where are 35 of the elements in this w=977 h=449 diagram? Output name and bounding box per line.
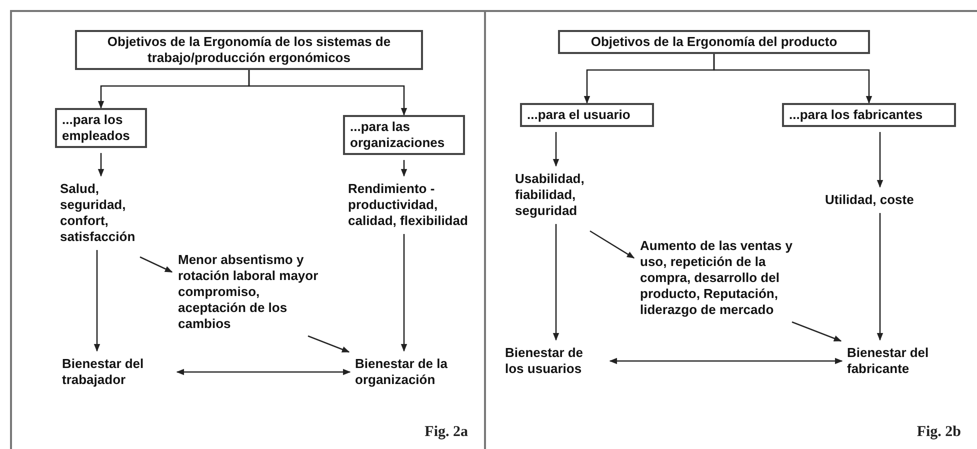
arrow — [876, 132, 884, 188]
outcome-text: Bienestar del fabricante — [847, 345, 957, 377]
outcome-text: Bienestar de los usuarios — [505, 345, 605, 377]
arrow — [176, 368, 351, 376]
objective-box: Objetivos de la Ergonomía del producto — [558, 30, 870, 54]
outcome-text: Menor absentismo y rotación laboral mayor compromiso, aceptación de los cambios — [178, 252, 328, 332]
arrow — [713, 54, 872, 104]
outcome-text: Bienestar del trabajador — [62, 356, 172, 388]
objective-box: Objetivos de la Ergonomía de los sistemas de trabajo/producción ergonómicos — [75, 30, 423, 70]
outcome-text: Utilidad, coste — [825, 192, 914, 208]
objective-box: ...para las organizaciones — [343, 115, 465, 155]
outcome-text: Rendimiento - productividad, calidad, flexibilidad — [348, 181, 470, 229]
arrow — [94, 250, 100, 352]
arrow — [248, 70, 408, 116]
objective-box: ...para los empleados — [55, 108, 147, 148]
outcome-text: Bienestar de la organización — [355, 356, 480, 388]
arrow — [98, 153, 104, 177]
figure-label: Fig. 2b — [916, 424, 961, 441]
arrow — [792, 321, 842, 342]
outcome-text: Usabilidad, fiabilidad, seguridad — [515, 171, 610, 219]
arrow — [876, 213, 884, 341]
figure-panel — [10, 10, 486, 449]
figure-label: Fig. 2a — [424, 424, 468, 441]
objective-box: ...para el usuario — [520, 103, 654, 127]
arrow — [400, 234, 408, 352]
arrow — [552, 224, 560, 341]
objective-box: ...para los fabricantes — [782, 103, 956, 127]
outcome-text: Aumento de las ventas y uso, repetición de la compra, desarrollo del producto, Reputación, liderazgo de mercado — [640, 238, 812, 318]
arrow — [308, 335, 350, 353]
arrow — [140, 256, 173, 273]
arrow — [552, 132, 560, 167]
arrow — [609, 358, 843, 364]
arrow — [400, 160, 408, 177]
arrow — [590, 230, 635, 259]
outcome-text: Salud, seguridad, confort, satisfacción — [60, 181, 160, 245]
